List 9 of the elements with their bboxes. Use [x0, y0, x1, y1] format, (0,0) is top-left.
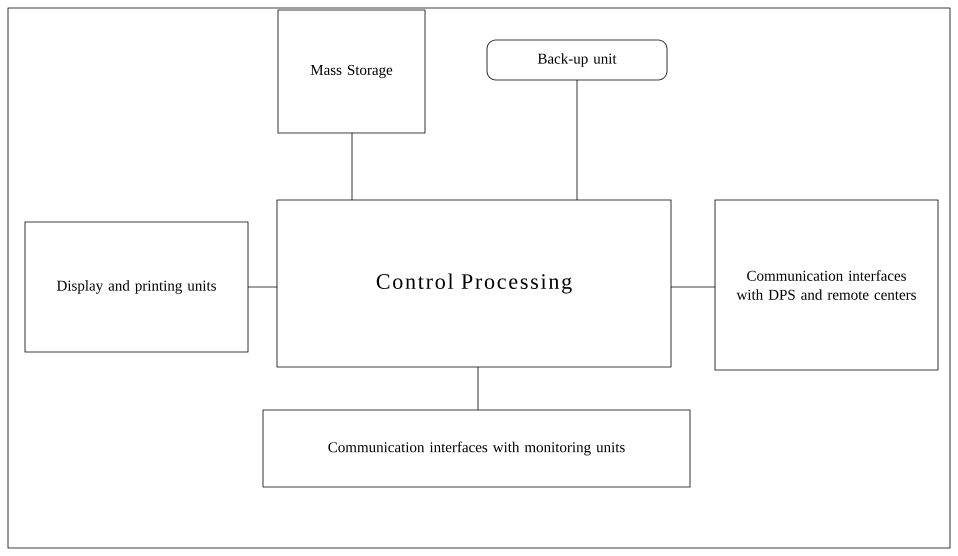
storage-box: Mass Storage [278, 10, 426, 134]
connector-line [576, 80, 578, 200]
interface-box: Communication interfaces with monitoring units [262, 410, 690, 488]
process-box: Control Processing [276, 200, 672, 368]
connector-line [670, 286, 716, 288]
unit-box: Back-up unit [486, 40, 668, 80]
interface-box: Communication interfaces with DPS and remote centers [714, 200, 938, 370]
connector-line [248, 286, 278, 288]
unit-box: Display and printing units [24, 222, 248, 352]
